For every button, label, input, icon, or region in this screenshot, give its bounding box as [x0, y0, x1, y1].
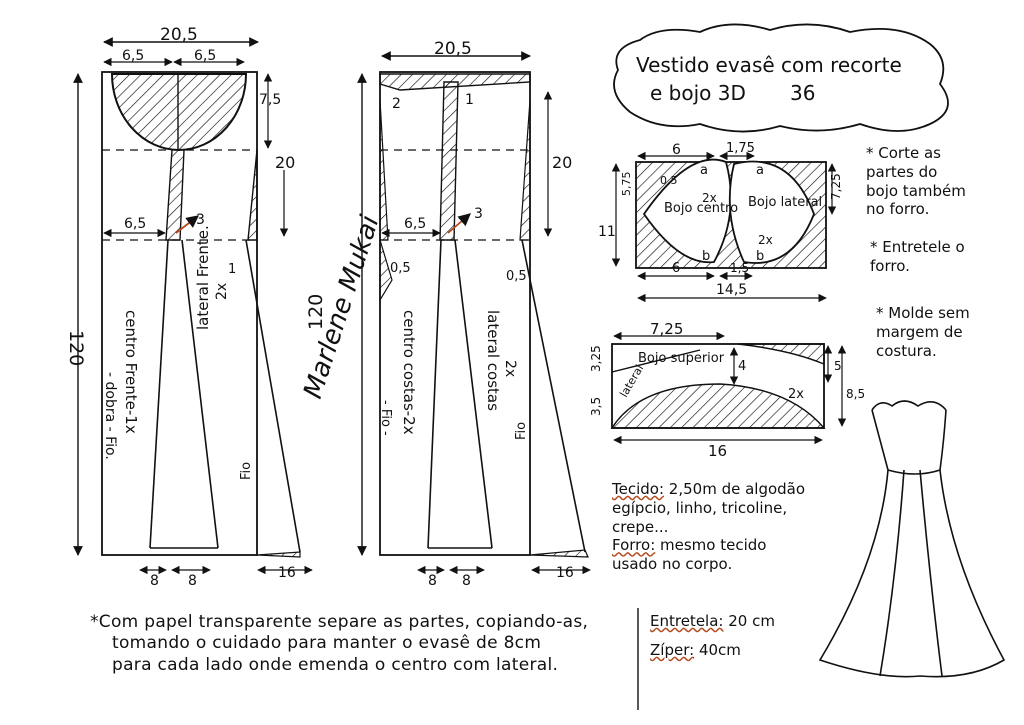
back-waist-width: 6,5 — [404, 216, 426, 232]
interface-line: Entretela: 20 cm — [650, 612, 775, 630]
back-waist-drop: 20 — [552, 153, 572, 172]
back-dart-left: 0,5 — [390, 261, 411, 276]
fabric-line: Tecido: 2,50m de algodão — [612, 480, 806, 498]
front-mark-3: 3 — [196, 212, 205, 228]
cup-left-height: 5,75 — [620, 172, 633, 197]
upper-right-a: 5 — [834, 359, 842, 373]
front-width-left: 6,5 — [122, 48, 144, 64]
back-mark-1: 1 — [465, 92, 474, 108]
cup-seam-a: 0,5 — [660, 174, 678, 187]
back-grain: Fio — [514, 422, 529, 440]
cup-bottom-right: 1,5 — [730, 261, 749, 275]
cup-top-right: 1,75 — [726, 141, 755, 156]
front-bust-depth: 7,5 — [259, 92, 281, 108]
upper-bottom-width: 16 — [708, 442, 727, 460]
title-cloud — [613, 23, 949, 133]
front-lateral-count: 2x — [214, 283, 230, 300]
front-hem-side: 16 — [278, 565, 296, 581]
fabric-more-2: crepe... — [612, 517, 669, 536]
instructions: *Com papel transparente separe as partes… — [90, 612, 588, 676]
back-center-label: centro costas-2x — [400, 310, 418, 435]
back-labels: 20,5 2 1 20 6,5 3 0,5 0,5 120 centro cos… — [305, 39, 574, 589]
upper-cup-pattern — [610, 331, 847, 445]
front-center-label: centro Frente-1x — [122, 310, 140, 434]
upper-label: Bojo superior — [638, 351, 725, 366]
front-hem-left: 8 — [150, 573, 159, 589]
cup-bottom-left: 6 — [672, 261, 680, 276]
title-line-2: e bojo 3D — [650, 81, 746, 105]
front-waist-width: 6,5 — [124, 216, 146, 232]
upper-top-width: 7,25 — [650, 320, 683, 338]
upper-right-b: 8,5 — [846, 387, 865, 401]
materials-extra: Entretela: 20 cm Zíper: 40cm — [650, 612, 775, 660]
back-lateral-count: 2x — [502, 360, 518, 377]
materials: Tecido: 2,50m de algodão egípcio, linho,… — [612, 480, 805, 574]
lining-line: Forro: mesmo tecido — [612, 536, 767, 555]
cup-total-width: 14,5 — [716, 282, 747, 298]
back-hem-right: 8 — [462, 573, 471, 589]
note-cut-line-4: no forro. — [866, 200, 930, 219]
back-lateral-label: lateral costas — [484, 310, 502, 411]
note-cut-line-3: bojo também — [866, 181, 966, 200]
back-hem-left: 8 — [428, 573, 437, 589]
cup-pattern — [611, 151, 837, 303]
cup-full-height: 11 — [598, 224, 616, 240]
note-interfacing: * Entretele o forro. — [870, 238, 965, 276]
cup-letter-b: b — [702, 249, 710, 264]
zipper-line: Zíper: 40cm — [650, 640, 741, 659]
upper-side: lateral — [617, 363, 646, 400]
cup-lateral-count: 2x — [758, 233, 773, 247]
note-cut: * Corte as partes do bojo também no forr… — [866, 144, 966, 219]
note-interfacing-line-1: * Entretele o — [870, 238, 965, 256]
back-width-total: 20,5 — [434, 39, 472, 59]
back-mark-2: 2 — [392, 96, 401, 112]
front-waist-drop: 20 — [275, 153, 295, 172]
front-center-fold: - dobra - Fio. — [102, 372, 118, 460]
back-pattern — [357, 51, 591, 575]
note-cut-line-1: * Corte as — [866, 144, 941, 162]
note-seam: * Molde sem margem de costura. — [876, 304, 970, 360]
cup-letter-a2: a — [756, 163, 764, 178]
upper-left-top: 3,25 — [589, 345, 603, 372]
title-line-1: Vestido evasê com recorte — [636, 53, 902, 77]
cup-right-height: 7,25 — [829, 173, 843, 200]
back-mark-3: 3 — [474, 206, 483, 222]
cup-center-label: Bojo centro — [664, 201, 738, 216]
front-lateral-label: lateral Frente. — [194, 225, 212, 330]
note-cut-line-2: partes do — [866, 162, 938, 181]
instruction-line-3: para cada lado onde emenda o centro com … — [112, 654, 559, 675]
cup-letter-b2: b — [756, 249, 764, 264]
note-interfacing-line-2: forro. — [870, 256, 910, 275]
back-hem-side: 16 — [556, 565, 574, 581]
title-text: Vestido evasê com recorte e bojo 3D 36 — [636, 53, 902, 105]
front-pattern — [73, 37, 313, 575]
cup-labels: 6 1,75 5,75 7,25 11 0,5 a a b b Bojo cen… — [598, 141, 843, 298]
note-seam-line-3: costura. — [876, 341, 937, 360]
note-seam-line-2: margem de — [876, 322, 963, 341]
cup-center-count: 2x — [702, 191, 717, 205]
front-hem-right: 8 — [188, 573, 197, 589]
cup-lateral-label: Bojo lateral — [748, 195, 822, 210]
back-center-grain: - Fio - — [378, 400, 393, 436]
front-width-right: 6,5 — [194, 48, 216, 64]
title-number: 36 — [790, 81, 815, 105]
instruction-line-2: tomando o cuidado para manter o evasê de… — [112, 633, 542, 654]
cup-letter-a: a — [700, 163, 708, 178]
upper-count: 2x — [788, 387, 804, 402]
back-dart-right: 0,5 — [506, 269, 527, 284]
dress-sketch — [818, 400, 1006, 678]
upper-left-bottom: 3,5 — [589, 397, 603, 416]
front-height: 120 — [65, 330, 87, 366]
front-width-total: 20,5 — [160, 25, 198, 45]
instruction-line-1: *Com papel transparente separe as partes… — [90, 612, 589, 632]
lining-more: usado no corpo. — [612, 555, 733, 573]
front-mark-1: 1 — [228, 262, 236, 277]
front-grain: Fio — [239, 462, 254, 480]
note-seam-line-1: * Molde sem — [876, 304, 970, 322]
cup-top-left: 6 — [672, 142, 681, 158]
upper-mid: 4 — [738, 359, 746, 374]
fabric-more-1: egípcio, linho, tricoline, — [612, 498, 788, 517]
back-height: 120 — [305, 294, 327, 330]
